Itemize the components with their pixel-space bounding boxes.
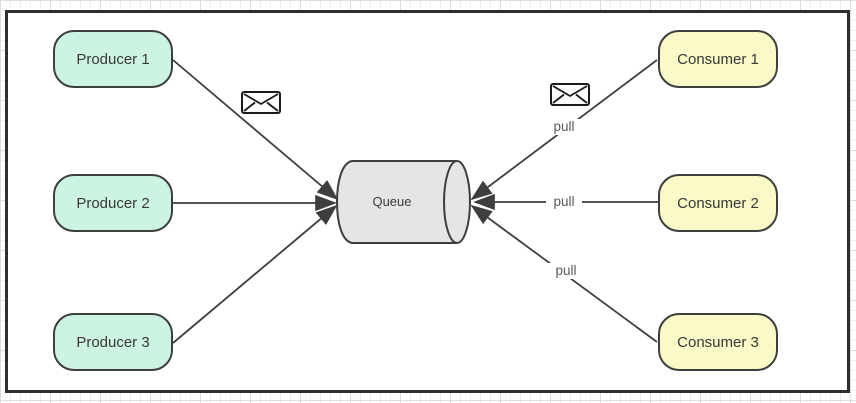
node-label: Producer 3 [76, 333, 150, 351]
queue-body [335, 160, 471, 244]
node-label: Producer 1 [76, 50, 150, 68]
node-consumer-2[interactable]: Consumer 2 [658, 174, 778, 232]
node-label: Consumer 3 [677, 333, 759, 351]
node-producer-3[interactable]: Producer 3 [53, 313, 173, 371]
node-producer-2[interactable]: Producer 2 [53, 174, 173, 232]
edge-producer1-queue[interactable] [172, 59, 339, 201]
queue-node[interactable] [335, 160, 471, 244]
edge-label-pull-2: pull [546, 194, 582, 210]
queue-label: Queue [372, 194, 412, 209]
node-consumer-3[interactable]: Consumer 3 [658, 313, 778, 371]
node-label: Consumer 1 [677, 50, 759, 68]
envelope-icon [241, 91, 281, 114]
edge-producer3-queue[interactable] [172, 204, 338, 344]
node-consumer-1[interactable]: Consumer 1 [658, 30, 778, 88]
edge-label-pull-1: pull [546, 119, 582, 135]
node-producer-1[interactable]: Producer 1 [53, 30, 173, 88]
queue-rim [443, 160, 458, 244]
envelope-icon [550, 83, 590, 106]
node-label: Consumer 2 [677, 194, 759, 212]
node-label: Producer 2 [76, 194, 150, 212]
edge-label-pull-3: pull [548, 263, 584, 279]
